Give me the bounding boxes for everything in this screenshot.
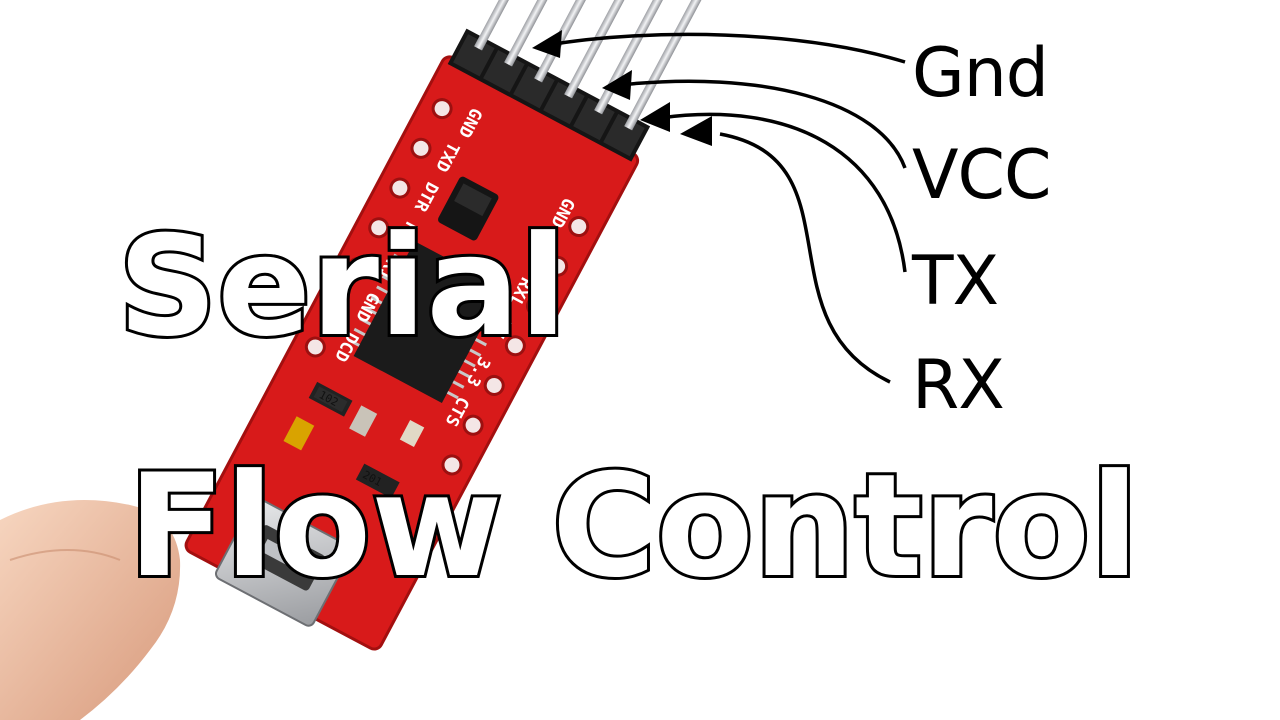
usb-serial-adapter-board: 102 201 GND TXD DTR RXD RI GND DCD GND T…: [184, 0, 722, 651]
arrow-vcc: [619, 79, 907, 169]
smd-components: 102 201: [283, 381, 425, 499]
pointer-arrows: [547, 32, 907, 384]
title-line-2: Flow Control: [125, 444, 1142, 609]
arrowhead-gnd: [532, 30, 562, 58]
arrow-rx: [719, 132, 891, 384]
pin-label-tx: TX: [912, 242, 999, 321]
finger: [0, 500, 181, 720]
arrowhead-vcc: [602, 70, 632, 100]
arrowhead-rx: [680, 116, 712, 146]
arrow-tx: [659, 112, 907, 273]
ic-chip: [347, 241, 510, 403]
pin-label-vcc: VCC: [912, 136, 1051, 215]
board-holes-left: [304, 98, 453, 358]
board-holes-right: [441, 216, 590, 476]
jumper-block: [438, 176, 499, 241]
arrow-gnd: [547, 32, 906, 64]
pin-header: [447, 0, 722, 162]
pointer-arrowheads: [532, 30, 712, 146]
usb-connector: [214, 497, 353, 627]
title-line-1: Serial: [115, 206, 570, 367]
pin-label-gnd: Gnd: [912, 34, 1049, 113]
arrowhead-tx: [640, 102, 670, 132]
pin-label-rx: RX: [912, 346, 1005, 425]
